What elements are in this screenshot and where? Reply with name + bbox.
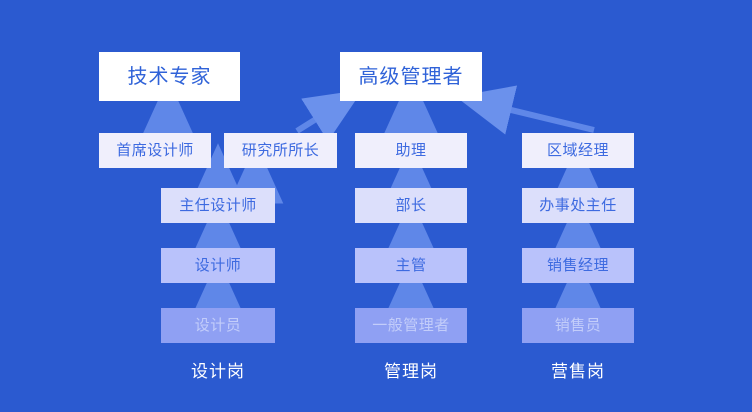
node-general-manager[interactable]: 一般管理者 <box>355 308 467 343</box>
column-label-design: 设计岗 <box>191 362 245 381</box>
column-label-management: 管理岗 <box>384 362 438 381</box>
node-regional-manager[interactable]: 区域经理 <box>522 133 634 168</box>
node-junior-designer[interactable]: 设计员 <box>161 308 275 343</box>
node-department-head[interactable]: 部长 <box>355 188 467 223</box>
column-label-sales: 营售岗 <box>551 362 605 381</box>
node-chief-designer[interactable]: 首席设计师 <box>99 133 211 168</box>
node-tech-expert[interactable]: 技术专家 <box>99 52 240 101</box>
node-sales-manager[interactable]: 销售经理 <box>522 248 634 283</box>
node-office-director[interactable]: 办事处主任 <box>522 188 634 223</box>
node-assistant[interactable]: 助理 <box>355 133 467 168</box>
node-salesperson[interactable]: 销售员 <box>522 308 634 343</box>
node-lead-designer[interactable]: 主任设计师 <box>161 188 275 223</box>
node-designer[interactable]: 设计师 <box>161 248 275 283</box>
node-senior-manager[interactable]: 高级管理者 <box>340 52 482 101</box>
arrow-regional-manager-to-senior-manager <box>455 85 595 135</box>
node-supervisor[interactable]: 主管 <box>355 248 467 283</box>
arrow-institute-director-to-senior-manager <box>295 89 363 142</box>
node-institute-director[interactable]: 研究所所长 <box>224 133 337 168</box>
